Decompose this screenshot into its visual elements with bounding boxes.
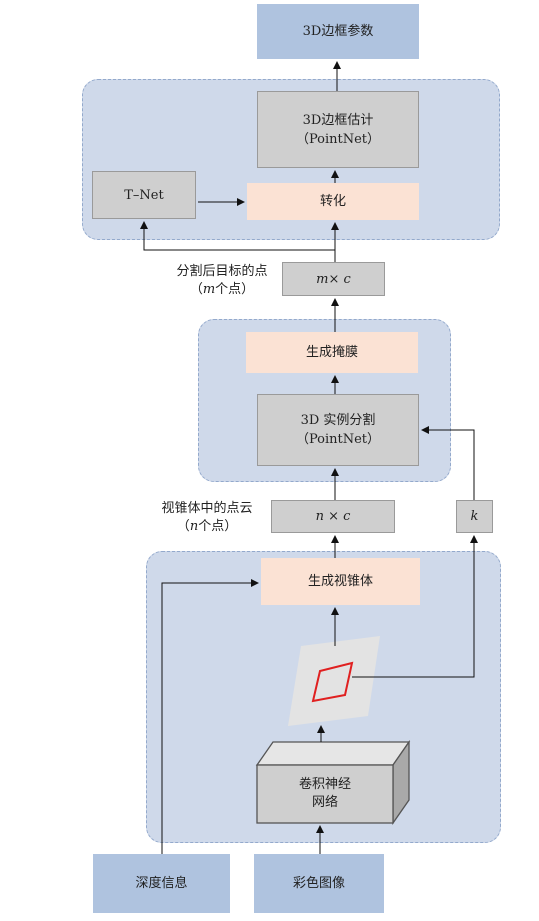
detection-box [311, 661, 354, 703]
instance-seg-title: 3D 实例分割 [300, 413, 376, 428]
bbox-params-output: 3D边框参数 [257, 4, 419, 59]
bbox-estimation-subtitle: （PointNet） [295, 131, 381, 147]
frustum-points-var: n [189, 519, 199, 534]
image-plane [288, 636, 380, 726]
instance-seg-pointnet: 3D 实例分割 （PointNet） [257, 394, 419, 466]
color-image-input: 彩色图像 [254, 854, 384, 913]
segmented-points-rest: 个点） [215, 282, 255, 297]
generate-frustum-label: 生成视锥体 [307, 574, 373, 589]
generate-frustum-box: 生成视锥体 [261, 558, 420, 605]
frustum-points-open: （ [176, 519, 190, 534]
bbox-estimation-pointnet: 3D边框估计 （PointNet） [257, 91, 419, 168]
cnn-block [255, 739, 411, 826]
bbox-params-label: 3D边框参数 [302, 24, 374, 39]
segmented-points-open: （ [189, 282, 203, 297]
m-times-c-label: m× c [316, 271, 351, 287]
k-label: k [470, 509, 479, 524]
segmented-points-line2: （m个点） [162, 281, 282, 299]
plane-to-k-line [352, 535, 478, 678]
color-image-label: 彩色图像 [292, 876, 345, 891]
generate-mask-box: 生成掩膜 [246, 332, 418, 373]
k-to-segmentation-arrow [421, 426, 475, 500]
instance-seg-subtitle: （PointNet） [295, 432, 381, 447]
frustum-points-rest: 个点） [198, 519, 238, 534]
frustum-points-line1: 视锥体中的点云 [161, 501, 253, 516]
cnn-label: 卷积神经 网络 [257, 765, 393, 823]
transform-label: 转化 [319, 194, 346, 209]
n-times-c-box: n × c [271, 500, 395, 533]
tnet-label: T–Net [124, 187, 164, 203]
depth-info-input: 深度信息 [93, 854, 230, 913]
depth-info-label: 深度信息 [135, 876, 188, 891]
cnn-label-line2: 网络 [311, 795, 338, 810]
frustum-points-line2: （n个点） [150, 518, 264, 536]
frustum-points-label: 视锥体中的点云 （n个点） [150, 500, 264, 536]
segmented-points-line1: 分割后目标的点 [176, 264, 268, 279]
k-box: k [456, 500, 493, 533]
tnet-box: T–Net [92, 171, 196, 219]
cnn-label-line1: 卷积神经 [298, 777, 351, 792]
bbox-estimation-title: 3D边框估计 [302, 112, 374, 128]
m-times-c-box: m× c [282, 262, 385, 296]
mc-to-tnet-line [140, 221, 335, 251]
segmented-points-label: 分割后目标的点 （m个点） [162, 263, 282, 299]
transform-box: 转化 [247, 183, 419, 220]
generate-mask-label: 生成掩膜 [305, 345, 358, 360]
n-times-c-label: n × c [315, 509, 351, 524]
segmented-points-var: m [202, 282, 216, 297]
depth-to-frustum-line [161, 579, 259, 854]
